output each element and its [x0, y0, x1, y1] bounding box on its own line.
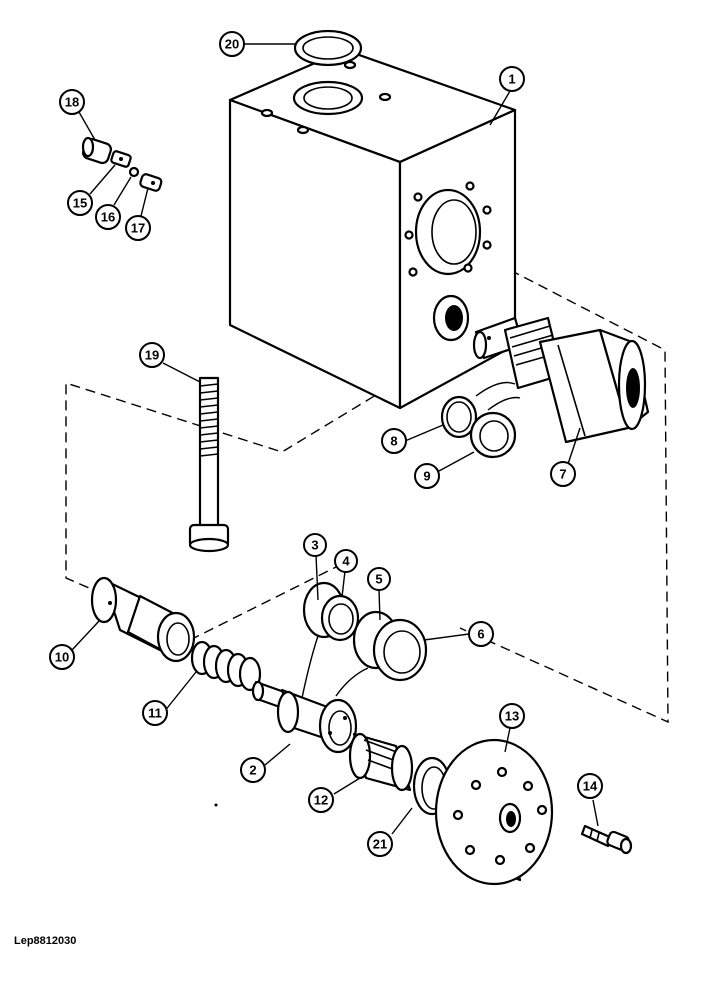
assembly-guide-lines	[65, 269, 669, 724]
callout-13: 13	[499, 703, 525, 729]
callout-19-label: 19	[145, 348, 159, 363]
callout-12: 12	[308, 787, 334, 813]
callout-15-label: 15	[73, 196, 87, 211]
callout-10-label: 10	[55, 650, 69, 665]
valve-body	[228, 48, 517, 410]
callout-20-label: 20	[225, 37, 239, 52]
callout-18-label: 18	[65, 95, 79, 110]
bolt-thread-lines	[199, 383, 219, 457]
callout-15: 15	[67, 190, 93, 216]
o-ring-8	[440, 395, 478, 439]
callout-14: 14	[577, 773, 603, 799]
callout-10: 10	[49, 644, 75, 670]
top-o-ring	[293, 29, 363, 67]
callout-2: 2	[240, 757, 266, 783]
callout-9-label: 9	[423, 469, 430, 484]
leader-lines	[71, 43, 599, 835]
callout-16: 16	[95, 204, 121, 230]
callout-20: 20	[219, 31, 245, 57]
callout-5-label: 5	[375, 572, 382, 587]
callout-17-label: 17	[131, 221, 145, 236]
callout-7-label: 7	[559, 467, 566, 482]
seat-15	[110, 150, 132, 168]
end-cap-13	[434, 738, 554, 886]
callout-9: 9	[414, 463, 440, 489]
sleeve-10	[90, 576, 196, 663]
callout-3-label: 3	[311, 538, 318, 553]
callout-4-label: 4	[342, 554, 350, 569]
long-bolt	[188, 376, 230, 553]
spring-11	[190, 640, 262, 692]
callout-8: 8	[381, 428, 407, 454]
callout-5: 5	[367, 567, 391, 591]
callout-14-label: 14	[583, 779, 598, 794]
callout-12-label: 12	[314, 793, 328, 808]
callout-21: 21	[367, 831, 393, 857]
callout-7: 7	[550, 461, 576, 487]
ring-6	[372, 618, 428, 682]
callout-3: 3	[303, 533, 327, 557]
reference-code: Lep8812030	[14, 935, 76, 947]
callout-17: 17	[125, 215, 151, 241]
callout-2-label: 2	[249, 763, 256, 778]
relief-valve-cartridge	[472, 316, 650, 444]
plug-18	[81, 136, 112, 165]
callout-19: 19	[139, 342, 165, 368]
end-cap-bolt-holes	[452, 766, 548, 866]
callout-1-label: 1	[508, 72, 515, 87]
backup-ring-9	[469, 411, 517, 459]
callout-21-label: 21	[373, 837, 387, 852]
callout-1: 1	[499, 66, 525, 92]
callout-6: 6	[468, 621, 494, 647]
ring-4	[320, 594, 360, 642]
callout-4: 4	[334, 549, 358, 573]
piston-12	[348, 732, 414, 792]
orifice-17	[139, 173, 163, 192]
ball-16	[128, 166, 140, 178]
callout-11-label: 11	[148, 706, 162, 721]
spool-2	[251, 680, 358, 754]
callout-8-label: 8	[390, 434, 397, 449]
callout-16-label: 16	[101, 210, 115, 225]
callout-18: 18	[59, 89, 85, 115]
callout-6-label: 6	[477, 627, 484, 642]
cap-screw-14	[580, 824, 633, 855]
callout-11: 11	[142, 700, 168, 726]
callout-13-label: 13	[505, 709, 519, 724]
